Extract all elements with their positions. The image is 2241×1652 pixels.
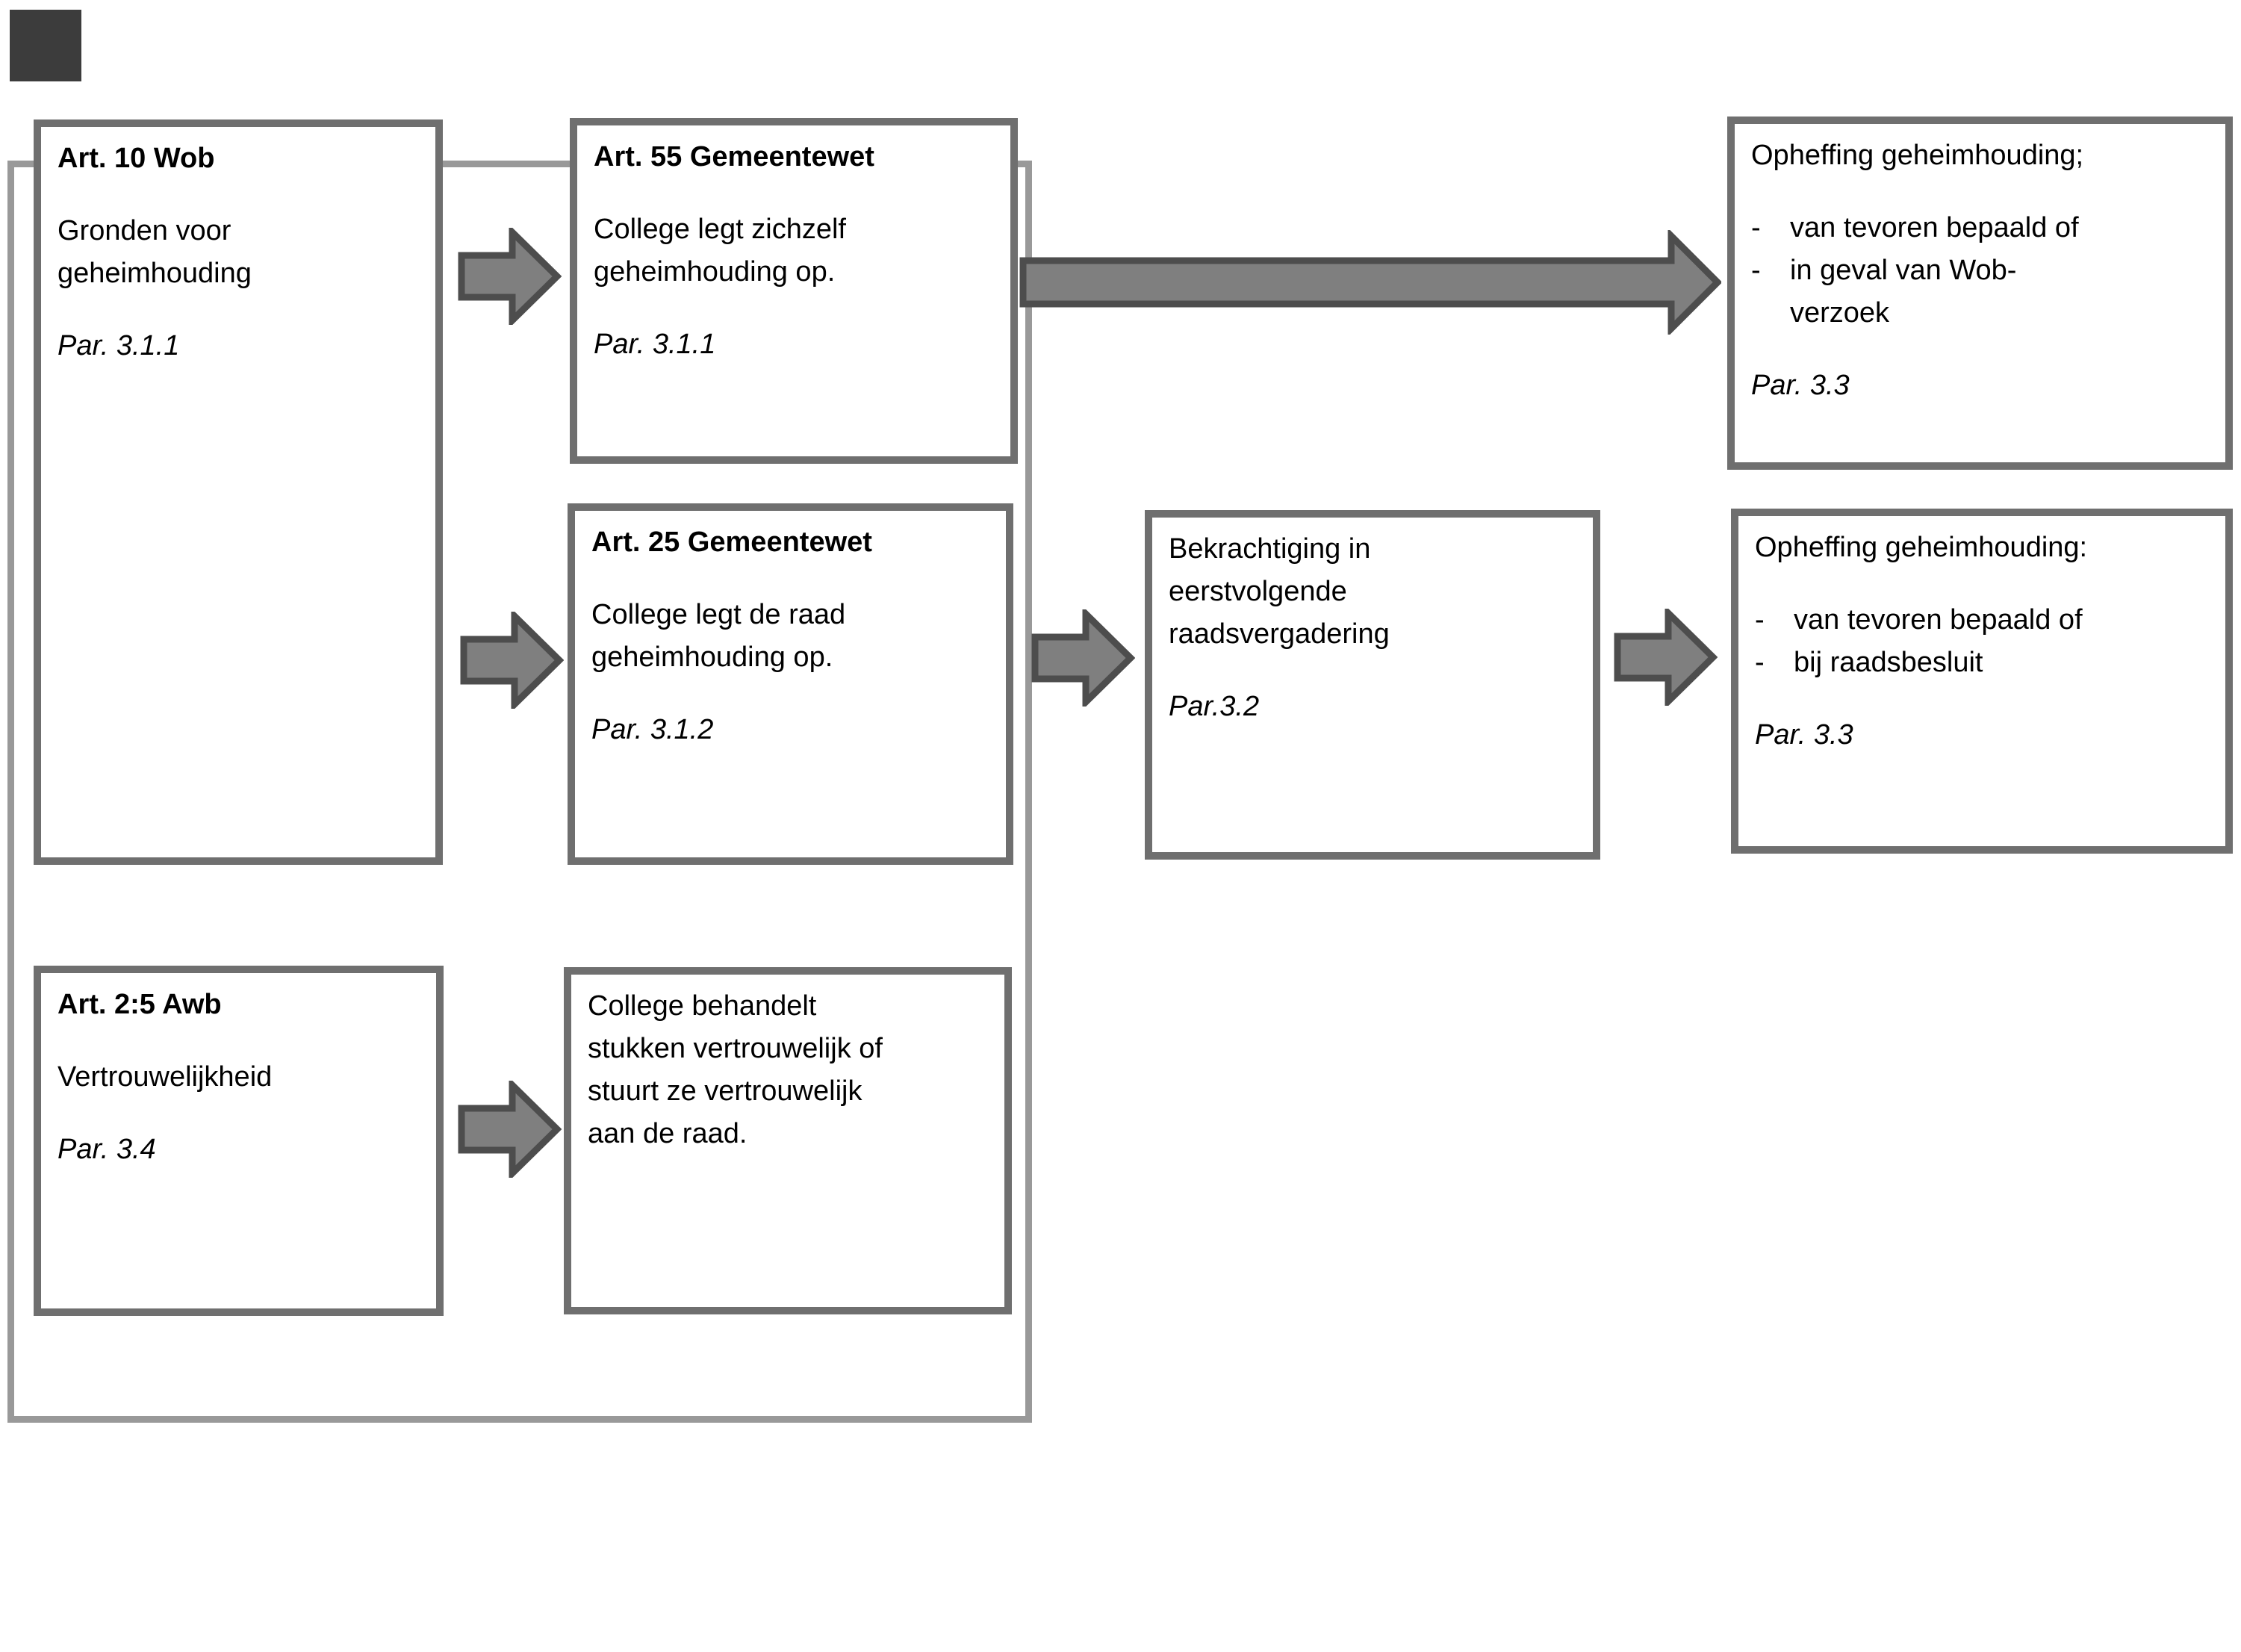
box-title: Art. 25 Gemeentewet [591,527,872,558]
list-item: - van tevoren bepaald of [1751,207,2210,249]
box-body: College legt de raad geheimhouding op. [591,599,846,673]
box-college-vertrouwelijk: College behandelt stukken vertrouwelijk … [564,967,1012,1314]
box-opheffing-wob: Opheffing geheimhouding; - van tevoren b… [1727,117,2233,470]
bullet-dash: - [1751,255,1761,286]
corner-artifact-square [10,10,81,81]
box-par-reference: Par. 3.3 [1755,719,1853,751]
box-title: Art. 2:5 Awb [57,989,222,1020]
arrow-right-icon [458,1081,562,1178]
box-par-reference: Par. 3.1.1 [594,329,716,360]
box-par-reference: Par. 3.1.1 [57,330,180,361]
box-art-25-gemeentewet: Art. 25 Gemeentewet College legt de raad… [568,503,1013,865]
box-par-reference: Par.3.2 [1169,691,1260,722]
list-item: - van tevoren bepaald of [1755,599,2210,642]
box-par-reference: Par. 3.4 [57,1134,156,1165]
box-body: Gronden voor geheimhouding [57,215,252,289]
arrow-right-icon [458,228,562,325]
box-opheffing-raadsbesluit: Opheffing geheimhouding: - van tevoren b… [1731,509,2233,854]
bullet-dash: - [1755,604,1765,636]
list-item: - bij raadsbesluit [1755,642,2210,684]
bullet-dash: - [1751,212,1761,243]
bullet-text: bij raadsbesluit [1794,647,1983,678]
box-body: College behandelt stukken vertrouwelijk … [588,990,883,1149]
box-intro: Opheffing geheimhouding; [1751,140,2084,171]
bullet-list: - van tevoren bepaald of - in geval van … [1751,207,2210,335]
bullet-text: van tevoren bepaald of [1794,604,2083,636]
arrow-right-icon [1614,609,1718,706]
outer-group-frame [7,161,1032,1423]
list-item: - in geval van Wob- verzoek [1751,249,2210,335]
bullet-text: in geval van Wob- verzoek [1790,255,2017,329]
box-body: College legt zichzelf geheimhouding op. [594,214,846,288]
box-title: Art. 10 Wob [57,143,215,174]
arrow-right-icon [460,612,564,709]
box-body: Bekrachtiging in eerstvolgende raadsverg… [1169,533,1390,650]
bullet-list: - van tevoren bepaald of - bij raadsbesl… [1755,599,2210,684]
bullet-text: van tevoren bepaald of [1790,212,2079,243]
box-title: Art. 55 Gemeentewet [594,141,874,173]
box-body: Vertrouwelijkheid [57,1061,273,1093]
box-par-reference: Par. 3.3 [1751,370,1850,401]
box-intro: Opheffing geheimhouding: [1755,532,2088,563]
bullet-dash: - [1755,647,1765,678]
box-art-10-wob: Art. 10 Wob Gronden voor geheimhouding P… [34,119,443,865]
box-par-reference: Par. 3.1.2 [591,714,714,745]
box-art-2-5-awb: Art. 2:5 Awb Vertrouwelijkheid Par. 3.4 [34,966,444,1316]
arrow-right-long-icon [1019,230,1721,335]
arrow-right-icon [1031,609,1135,707]
box-art-55-gemeentewet: Art. 55 Gemeentewet College legt zichzel… [570,118,1018,464]
box-bekrachtiging: Bekrachtiging in eerstvolgende raadsverg… [1145,510,1600,860]
